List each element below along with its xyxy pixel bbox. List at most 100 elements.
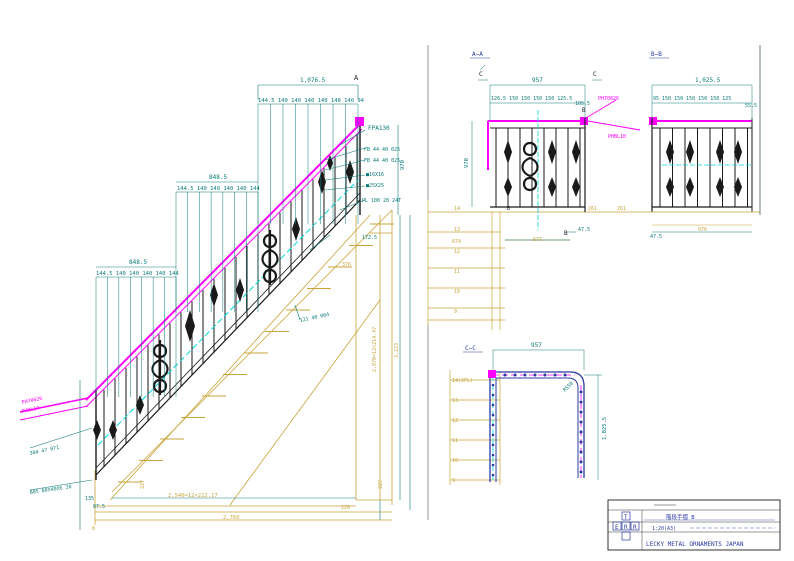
post xyxy=(579,390,583,394)
aa-step-4: 11 xyxy=(454,269,460,275)
post xyxy=(523,373,527,377)
section-aa-rail-label: PH70826 xyxy=(598,96,619,102)
section-aa-dims xyxy=(471,64,602,241)
section-aa-left-offset: 105.5 xyxy=(575,101,590,107)
section-cc-dims xyxy=(492,349,602,480)
logo-letter-e: E xyxy=(615,524,619,531)
post xyxy=(579,450,583,454)
aa-step-3: 12 xyxy=(454,249,460,255)
dim-level3: 848.5 xyxy=(209,174,227,181)
section-cc-top: 957 xyxy=(531,342,542,349)
aa-step-6: 9 xyxy=(454,309,457,315)
scroll-panel-high xyxy=(261,230,279,285)
section-aa-balusters xyxy=(495,128,581,207)
section-aa-height: 970 xyxy=(464,158,470,168)
section-bb-dims xyxy=(651,45,761,233)
section-aa-ornaments xyxy=(504,140,580,197)
section-bb-475: 47.5 xyxy=(650,234,662,240)
dim-87-5: 87.5 xyxy=(93,504,105,510)
dim-height: 970 xyxy=(400,160,406,170)
dim-376: 376 xyxy=(342,262,351,268)
title-company: LECKY METAL ORNAMENTS JAPAN xyxy=(646,541,744,548)
section-mark-a: A xyxy=(354,74,359,82)
section-bb-title: B−B xyxy=(651,51,662,58)
section-bb-ornaments xyxy=(666,140,742,197)
aa-step-0: 14 xyxy=(454,206,460,212)
post xyxy=(533,373,537,377)
section-cc-posts xyxy=(491,373,583,477)
post xyxy=(579,460,583,464)
label-base2: 805 80X40X6 20 xyxy=(29,484,72,496)
cc-step-0: 14(2FL) xyxy=(452,378,473,384)
section-bb-balusters xyxy=(659,128,748,207)
title-scale: 1:20(A3) xyxy=(652,526,676,532)
label-fb2: FB 44 40 025 xyxy=(364,158,400,164)
section-aa-677: 677 xyxy=(533,237,542,243)
section-aa-mark-c1: C xyxy=(479,71,483,78)
cc-step-5: 9 xyxy=(452,478,455,484)
section-aa-mark-b1: B xyxy=(507,206,510,212)
section-cc-steps xyxy=(449,370,501,485)
post xyxy=(543,373,547,377)
post xyxy=(491,473,495,477)
post xyxy=(491,453,495,457)
label-fb1: FB 44 40 025 xyxy=(364,147,400,153)
dim-run-total: 2,546=12×212.17 xyxy=(168,493,218,499)
title-project: 階段手摺 B xyxy=(666,513,695,521)
logo-letter-r: R xyxy=(624,524,628,531)
post xyxy=(503,373,507,377)
section-bb-976: 976 xyxy=(698,227,707,233)
cc-step-1: 13 xyxy=(452,398,458,404)
section-aa-261: 261 xyxy=(588,206,597,212)
stair-treads xyxy=(118,223,394,483)
elevation-dim-frames xyxy=(79,84,411,530)
title-block: T E R R 階段手摺 B 1:20(A3) LECKY METAL ORNA… xyxy=(607,499,781,551)
section-aa-stair xyxy=(427,200,640,330)
post xyxy=(579,440,583,444)
cc-step-2: 12 xyxy=(452,418,458,424)
dim-overall: 2,760 xyxy=(223,515,240,521)
section-cc-side: 1,025.5 xyxy=(602,417,608,440)
section-aa-mark-b3: B xyxy=(582,107,586,114)
label-rail1: PH70826 xyxy=(21,396,43,406)
elevation-dimension-lines xyxy=(95,104,359,397)
dim-spacing-mid: 144.5 140 140 140 140 144 xyxy=(177,186,260,192)
section-aa-spacing: 126.5 150 150 150 150 125.5 xyxy=(491,96,572,102)
logo-letter-r2: R xyxy=(633,524,637,531)
elevation-leaders xyxy=(29,129,366,491)
dim-220: 220 xyxy=(341,505,350,511)
post xyxy=(491,443,495,447)
dim-bottom-num: 8 xyxy=(92,526,95,532)
post xyxy=(579,470,583,474)
sheet-borders xyxy=(427,45,761,520)
post xyxy=(491,463,495,467)
logo-letter-t: T xyxy=(624,514,628,521)
elevation-ornaments xyxy=(93,155,354,440)
post xyxy=(579,430,583,434)
section-aa-mark-c2: C xyxy=(593,71,597,78)
section-aa-rail-label2: PHBL10 xyxy=(608,134,626,140)
section-aa-labels: A−A C C 957 126.5 150 150 150 150 125.5 … xyxy=(452,51,626,315)
section-aa-mark-b2: B xyxy=(564,230,568,237)
aa-step-2: 674 xyxy=(452,239,461,245)
section-aa-title: A−A xyxy=(472,51,483,58)
section-bb-top: 1,025.5 xyxy=(695,77,721,84)
post xyxy=(579,410,583,414)
dim-spacing-low: 144.5 140 140 140 140 144 xyxy=(96,271,179,277)
label-post-top: FPA130 xyxy=(368,125,390,132)
post xyxy=(563,373,567,377)
label-diag: 121 40 004 xyxy=(299,312,330,324)
section-bb-labels: B−B 1,025.5 95 150 150 150 150 150 125 5… xyxy=(649,51,757,240)
dim-top-width: 1,076.5 xyxy=(300,77,326,84)
section-bb-frame xyxy=(640,117,760,226)
dim-227a: 227 xyxy=(140,480,146,489)
post xyxy=(491,393,495,397)
dim-spacing-top: 144.5 140 140 140 140 140 140 94 xyxy=(258,98,365,104)
post xyxy=(579,400,583,404)
aa-step-5: 10 xyxy=(454,289,460,295)
post xyxy=(579,420,583,424)
section-cc-title: C−C xyxy=(465,345,476,352)
post xyxy=(553,373,557,377)
elevation-labels: 1,076.5 144.5 140 140 140 140 140 140 94… xyxy=(21,74,406,532)
